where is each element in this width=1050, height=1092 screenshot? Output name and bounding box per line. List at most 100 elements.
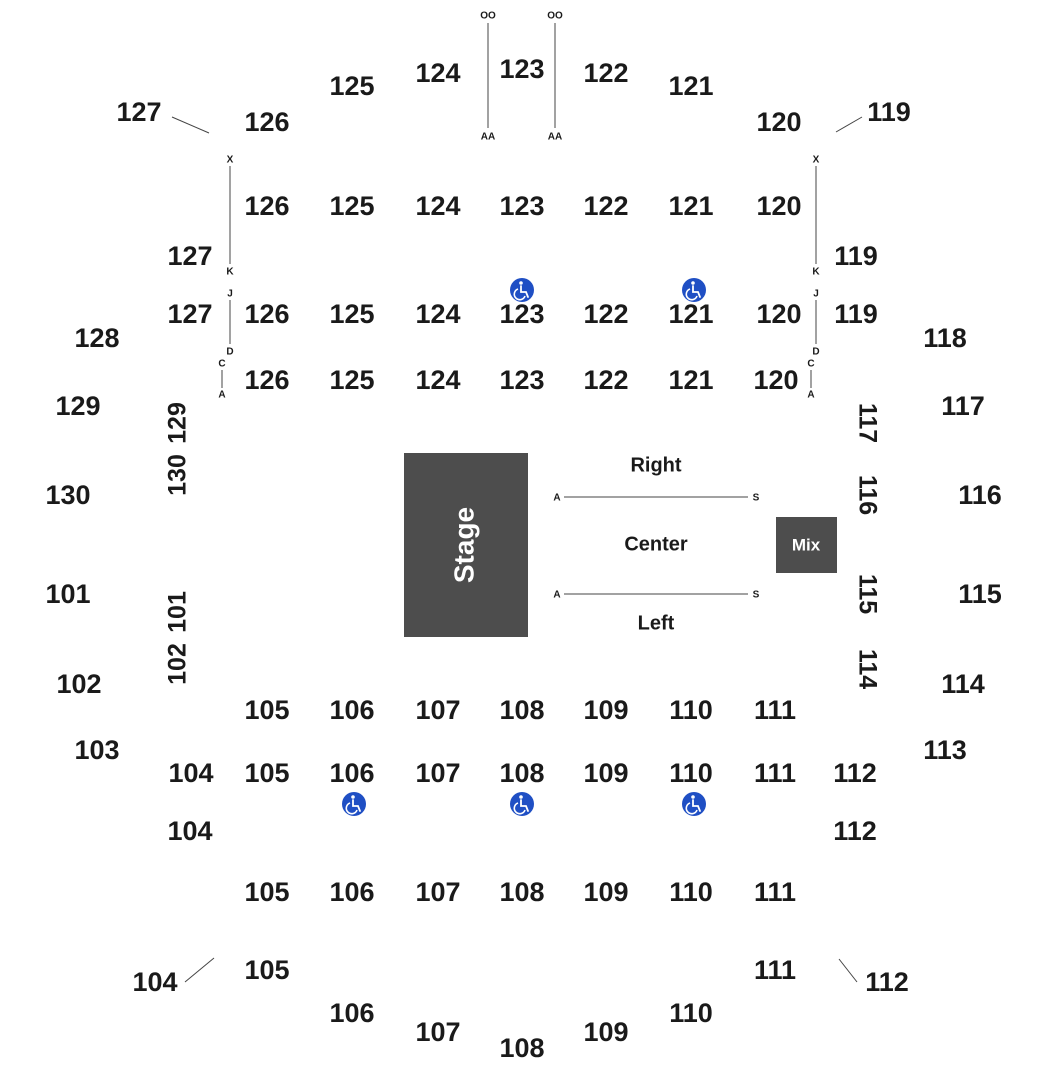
section-126[interactable]: 126 [244,107,289,137]
section-110[interactable]: 110 [669,998,713,1028]
floor-area-center[interactable]: Center [624,533,688,555]
section-115[interactable]: 115 [853,574,881,614]
section-117[interactable]: 117 [853,403,881,443]
section-127[interactable]: 127 [167,241,212,271]
section-105[interactable]: 105 [244,695,289,725]
section-124[interactable]: 124 [415,365,460,395]
section-122[interactable]: 122 [583,191,628,221]
section-125[interactable]: 125 [329,365,374,395]
section-116[interactable]: 116 [853,475,881,515]
section-119[interactable]: 119 [834,241,878,271]
section-102[interactable]: 102 [164,643,192,685]
section-114[interactable]: 114 [853,649,881,689]
section-121[interactable]: 121 [668,299,713,329]
wheelchair-icon [510,792,534,816]
section-128[interactable]: 128 [74,323,119,353]
section-125[interactable]: 125 [329,71,374,101]
section-105[interactable]: 105 [244,877,289,907]
section-111[interactable]: 111 [754,877,796,907]
section-111[interactable]: 111 [754,955,796,985]
section-107[interactable]: 107 [415,758,460,788]
section-120[interactable]: 120 [753,365,798,395]
section-121[interactable]: 121 [668,365,713,395]
section-108[interactable]: 108 [499,1033,544,1063]
section-101[interactable]: 101 [45,579,90,609]
section-104[interactable]: 104 [167,816,212,846]
section-103[interactable]: 103 [74,735,119,765]
section-122[interactable]: 122 [583,58,628,88]
section-120[interactable]: 120 [756,299,801,329]
section-110[interactable]: 110 [669,877,713,907]
section-126[interactable]: 126 [244,191,289,221]
section-110[interactable]: 110 [669,695,713,725]
section-130[interactable]: 130 [45,480,90,510]
section-129[interactable]: 129 [164,402,192,444]
floor-area-left[interactable]: Left [638,612,675,634]
section-116[interactable]: 116 [958,480,1002,510]
section-109[interactable]: 109 [583,695,628,725]
section-123[interactable]: 123 [499,54,544,84]
section-109[interactable]: 109 [583,877,628,907]
section-117[interactable]: 117 [941,391,985,421]
section-108[interactable]: 108 [499,695,544,725]
section-101[interactable]: 101 [164,591,192,633]
section-111[interactable]: 111 [754,758,796,788]
section-130[interactable]: 130 [164,454,192,496]
section-121[interactable]: 121 [668,191,713,221]
section-112[interactable]: 112 [833,816,877,846]
section-125[interactable]: 125 [329,299,374,329]
row-d-right: D [812,347,819,358]
section-107[interactable]: 107 [415,1017,460,1047]
section-106[interactable]: 106 [329,877,374,907]
section-119[interactable]: 119 [834,299,878,329]
section-106[interactable]: 106 [329,758,374,788]
wheelchair-icon [682,278,706,302]
stage-label: Stage [448,507,479,583]
floor-area-right[interactable]: Right [630,454,681,476]
section-127[interactable]: 127 [167,299,212,329]
pointer-line-127 [171,116,210,134]
section-125[interactable]: 125 [329,191,374,221]
row-x-left: X [227,155,234,166]
section-123[interactable]: 123 [499,191,544,221]
section-114[interactable]: 114 [941,669,985,699]
section-110[interactable]: 110 [669,758,713,788]
section-108[interactable]: 108 [499,758,544,788]
section-106[interactable]: 106 [329,695,374,725]
section-104[interactable]: 104 [168,758,213,788]
section-124[interactable]: 124 [415,191,460,221]
row-k-right: K [812,267,820,278]
section-124[interactable]: 124 [415,58,460,88]
section-111[interactable]: 111 [754,695,796,725]
section-124[interactable]: 124 [415,299,460,329]
section-118[interactable]: 118 [923,323,967,353]
row-a-left: A [218,390,225,401]
section-112[interactable]: 112 [833,758,877,788]
section-121[interactable]: 121 [668,71,713,101]
pointer-line-119 [835,116,863,133]
section-108[interactable]: 108 [499,877,544,907]
section-102[interactable]: 102 [56,669,101,699]
section-104[interactable]: 104 [132,967,177,997]
section-126[interactable]: 126 [244,365,289,395]
section-106[interactable]: 106 [329,998,374,1028]
section-119[interactable]: 119 [867,97,911,127]
section-107[interactable]: 107 [415,877,460,907]
section-107[interactable]: 107 [415,695,460,725]
section-113[interactable]: 113 [923,735,967,765]
section-127[interactable]: 127 [116,97,161,127]
section-123[interactable]: 123 [499,365,544,395]
section-105[interactable]: 105 [244,758,289,788]
section-105[interactable]: 105 [244,955,289,985]
section-120[interactable]: 120 [756,107,801,137]
section-109[interactable]: 109 [583,758,628,788]
section-109[interactable]: 109 [583,1017,628,1047]
section-126[interactable]: 126 [244,299,289,329]
section-115[interactable]: 115 [958,579,1002,609]
section-123[interactable]: 123 [499,299,544,329]
section-122[interactable]: 122 [583,299,628,329]
section-122[interactable]: 122 [583,365,628,395]
section-112[interactable]: 112 [865,967,909,997]
section-129[interactable]: 129 [55,391,100,421]
section-120[interactable]: 120 [756,191,801,221]
